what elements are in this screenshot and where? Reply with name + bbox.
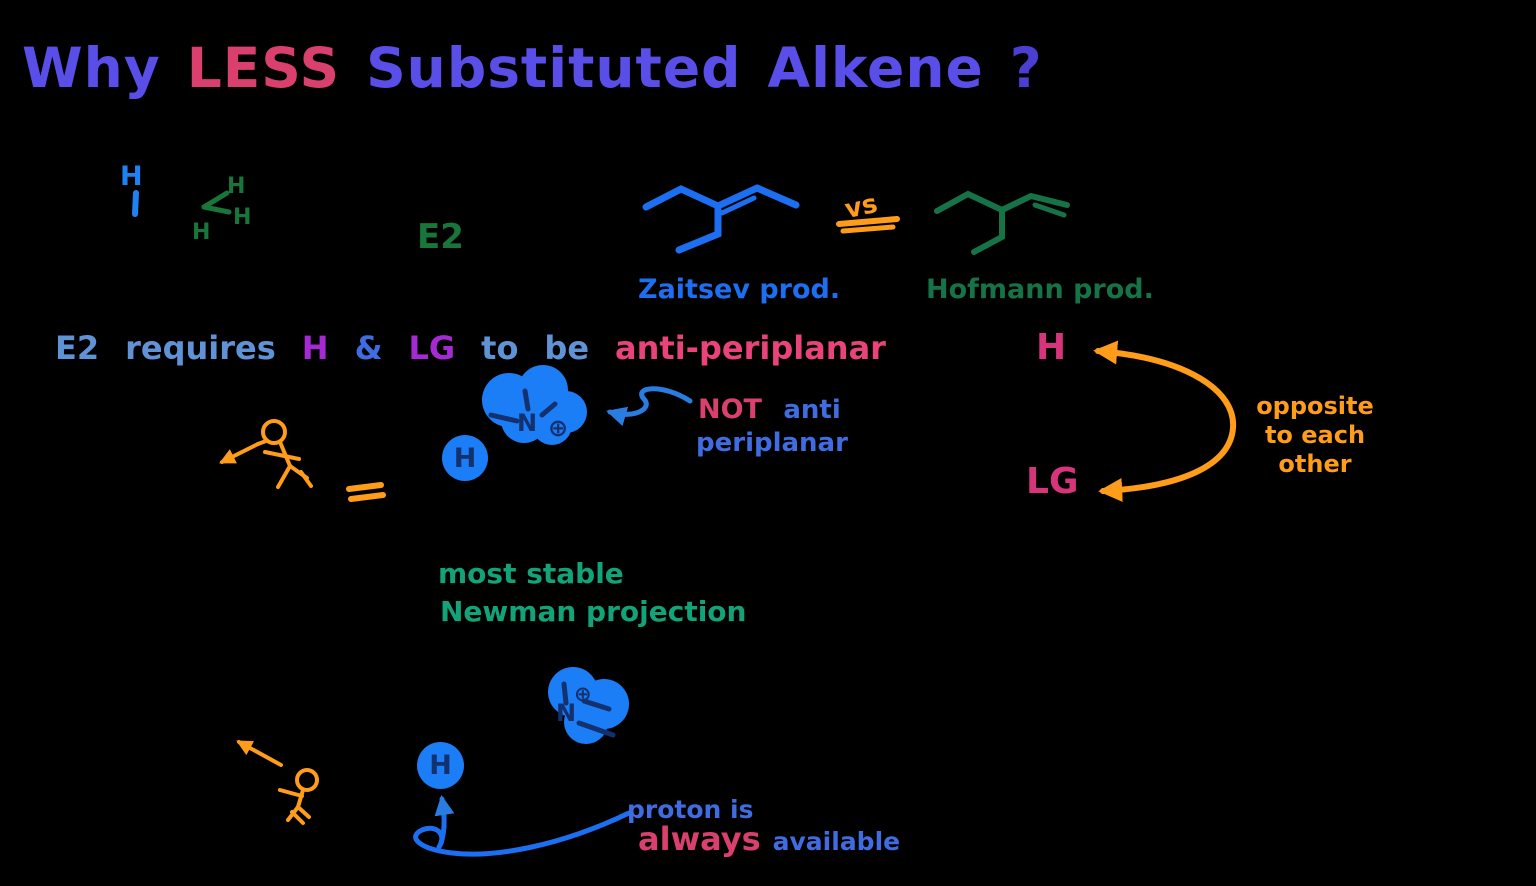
proton-arrow: [413, 795, 632, 857]
rule-ampersand: &: [354, 329, 383, 367]
circled-h-label-top: H: [453, 442, 477, 474]
circled-plus-icon-top: ⊕: [548, 414, 569, 442]
caption-newman-projection: Newman projection: [440, 595, 747, 628]
hofmann-product-label: Hofmann prod.: [926, 274, 1154, 305]
ammonium-bonds-bottom: [561, 681, 616, 738]
nitrogen-label-top: N: [517, 409, 538, 437]
reactant-annotation-bonds: [132, 190, 232, 217]
opposite-arrow: [1093, 340, 1237, 502]
reactant-beta-h-label: H: [120, 161, 143, 192]
title-word-less: LESS: [186, 36, 341, 100]
rule-requires: requires: [125, 329, 276, 367]
circled-h-label-bottom: H: [429, 750, 452, 781]
ammonium-blob-bottom: [548, 667, 629, 744]
hofmann-structure: [934, 190, 1070, 255]
nitrogen-label-bottom: N: [556, 699, 577, 727]
reactant-h-bottom-label: H: [192, 220, 211, 245]
title-word-why: Why: [22, 36, 161, 100]
rule-be: be: [544, 329, 590, 367]
equals-sign: [346, 482, 386, 502]
leaving-arrow-bottom: [236, 740, 283, 767]
leaving-group-stick-figure-bottom: [278, 768, 319, 825]
rule-lg: LG: [408, 329, 456, 367]
title-word-substituted: Substituted: [366, 36, 742, 100]
beta-proton-circle-top: H: [442, 435, 488, 481]
ammonium-bonds-top: [488, 388, 558, 424]
rule-to: to: [481, 329, 519, 367]
always-available-line: always available: [638, 820, 900, 858]
reactant-h-top-label: H: [227, 174, 246, 199]
reactant-h-right-label: H: [233, 205, 252, 230]
beta-proton-circle-bottom: H: [417, 742, 464, 789]
opposite-note-line2: to each: [1264, 421, 1366, 449]
caption-most-stable: most stable: [438, 557, 624, 590]
proton-is-label: proton is: [627, 795, 754, 824]
available-label: available: [772, 827, 901, 856]
rule-h: H: [301, 329, 329, 367]
zaitsev-structure: [642, 184, 800, 254]
rule-anti-periplanar: anti-periplanar: [615, 329, 886, 367]
always-label: always: [638, 820, 761, 858]
lg-label-right: LG: [1026, 461, 1079, 502]
h-label-right: H: [1036, 327, 1067, 368]
e2-mechanism-label: E2: [417, 217, 464, 257]
rule-e2: E2: [55, 329, 100, 367]
circled-plus-icon-bottom: ⊕: [574, 682, 592, 706]
rule-sentence: E2 requires H & LG to be anti-periplanar: [55, 329, 886, 367]
zaitsev-product-label: Zaitsev prod.: [638, 274, 841, 305]
anti-label: anti: [783, 395, 841, 425]
squiggle-arrow: [606, 386, 693, 427]
title-word-alkene: Alkene: [767, 36, 984, 100]
not-label: NOT: [698, 394, 762, 425]
opposite-note-line1: opposite: [1256, 392, 1374, 420]
leaving-arrow: [219, 442, 260, 464]
vs-label: vs: [842, 188, 881, 226]
vs-underline: [836, 216, 900, 234]
opposite-note-line3: other: [1278, 450, 1352, 478]
page-title: Why LESS Substituted Alkene ?: [22, 36, 1043, 100]
opposite-note: opposite to each other: [1235, 392, 1395, 479]
leaving-group-stick-figure: [256, 419, 313, 489]
periplanar-label: periplanar: [696, 428, 848, 458]
title-question-mark: ?: [1009, 36, 1043, 100]
not-anti-line: NOT anti: [698, 396, 841, 423]
